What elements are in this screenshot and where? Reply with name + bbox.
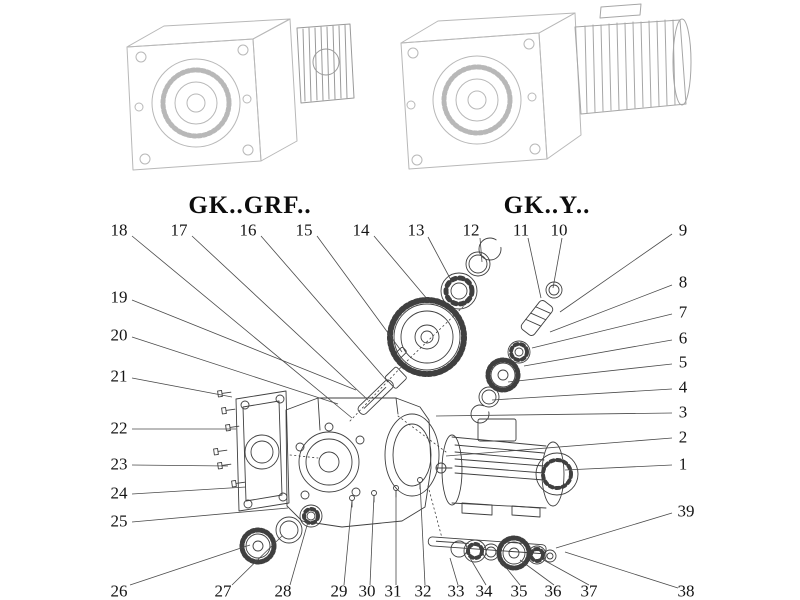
exploded-view xyxy=(213,237,579,571)
part-number-11: 11 xyxy=(512,220,530,240)
leader-line-14 xyxy=(373,235,429,301)
part-number-13: 13 xyxy=(407,220,425,240)
leader-line-4 xyxy=(491,388,673,401)
gearbox-y-drawing xyxy=(400,3,692,170)
part-number-23: 23 xyxy=(110,454,128,474)
leader-line-32 xyxy=(419,481,426,586)
part-number-10: 10 xyxy=(550,220,568,240)
part-number-15: 15 xyxy=(295,220,313,240)
leader-line-15 xyxy=(316,235,403,353)
leader-line-38 xyxy=(564,551,679,589)
part-number-31: 31 xyxy=(384,581,402,600)
part-number-27: 27 xyxy=(214,581,232,600)
part-number-29: 29 xyxy=(330,581,348,600)
input-fin-cover xyxy=(296,23,355,104)
leader-line-34 xyxy=(469,557,487,586)
part-number-4: 4 xyxy=(678,377,688,397)
part-number-30: 30 xyxy=(358,581,376,600)
leader-line-23 xyxy=(131,464,229,467)
shaft-key-drawing xyxy=(393,347,407,360)
leader-line-19 xyxy=(131,299,357,391)
leader-line-12 xyxy=(479,237,483,263)
leader-line-30 xyxy=(369,494,375,586)
flange-screws-drawing xyxy=(213,390,246,488)
leader-line-37 xyxy=(539,557,590,586)
part-number-34: 34 xyxy=(475,581,493,600)
part-number-7: 7 xyxy=(678,302,688,322)
leader-line-26 xyxy=(129,544,251,586)
leader-line-25 xyxy=(131,507,289,523)
seal-set-drawing xyxy=(239,504,323,565)
leader-line-3 xyxy=(435,412,673,417)
part-number-32: 32 xyxy=(414,581,432,600)
part-number-5: 5 xyxy=(678,352,688,372)
leader-line-18 xyxy=(131,235,353,419)
part-number-8: 8 xyxy=(678,272,688,292)
leader-line-35 xyxy=(499,559,521,586)
part-number-3: 3 xyxy=(678,402,688,422)
leader-line-5 xyxy=(507,363,673,383)
leader-line-9 xyxy=(559,233,673,313)
leader-line-24 xyxy=(131,486,247,495)
leader-line-13 xyxy=(427,236,453,283)
motor-drawing xyxy=(435,418,579,518)
part-number-17: 17 xyxy=(170,220,188,240)
part-number-18: 18 xyxy=(110,220,128,240)
leader-line-6 xyxy=(523,339,673,367)
part-number-26: 26 xyxy=(110,581,128,600)
part-number-25: 25 xyxy=(110,511,128,531)
leader-line-20 xyxy=(131,336,339,405)
leader-line-21 xyxy=(131,377,233,398)
leader-line-36 xyxy=(519,559,555,586)
model-label-grf: GK..GRF.. xyxy=(188,192,312,219)
part-number-21: 21 xyxy=(110,366,128,386)
part-number-16: 16 xyxy=(239,220,257,240)
retaining-rings-drawing xyxy=(465,237,502,277)
part-number-19: 19 xyxy=(110,287,128,307)
part-number-35: 35 xyxy=(510,581,528,600)
main-gear-drawing xyxy=(387,297,467,377)
leader-line-1 xyxy=(564,464,673,471)
leader-line-39 xyxy=(555,512,673,549)
leader-line-8 xyxy=(549,284,673,333)
leader-line-2 xyxy=(445,437,673,457)
part-number-14: 14 xyxy=(352,220,370,240)
motor-fin-body xyxy=(574,3,692,115)
flange-plate-drawing xyxy=(235,390,290,512)
leader-line-28 xyxy=(289,521,309,586)
output-shaft-drawing xyxy=(427,535,557,571)
gearbox-grf-drawing xyxy=(126,18,355,171)
leader-line-10 xyxy=(552,237,563,289)
part-number-12: 12 xyxy=(462,220,480,240)
part-number-6: 6 xyxy=(678,328,688,348)
pinion-set-drawing xyxy=(470,281,563,424)
part-number-38: 38 xyxy=(677,581,695,600)
leader-line-29 xyxy=(343,499,353,586)
part-number-28: 28 xyxy=(274,581,292,600)
part-number-33: 33 xyxy=(447,581,465,600)
upper-bearing-drawing xyxy=(440,272,478,310)
part-number-20: 20 xyxy=(110,325,128,345)
part-number-9: 9 xyxy=(678,220,688,240)
leader-line-16 xyxy=(260,235,389,383)
leader-line-7 xyxy=(531,313,673,349)
part-number-1: 1 xyxy=(678,454,688,474)
leader-line-33 xyxy=(449,557,459,586)
model-label-y: GK..Y.. xyxy=(503,192,591,219)
part-number-37: 37 xyxy=(580,581,598,600)
leader-line-17 xyxy=(191,235,369,401)
part-number-24: 24 xyxy=(110,483,128,503)
part-number-2: 2 xyxy=(678,427,688,447)
leader-line-11 xyxy=(527,237,542,299)
part-number-36: 36 xyxy=(544,581,562,600)
leader-line-27 xyxy=(231,535,283,586)
part-number-39: 39 xyxy=(677,501,695,521)
part-number-22: 22 xyxy=(110,418,128,438)
